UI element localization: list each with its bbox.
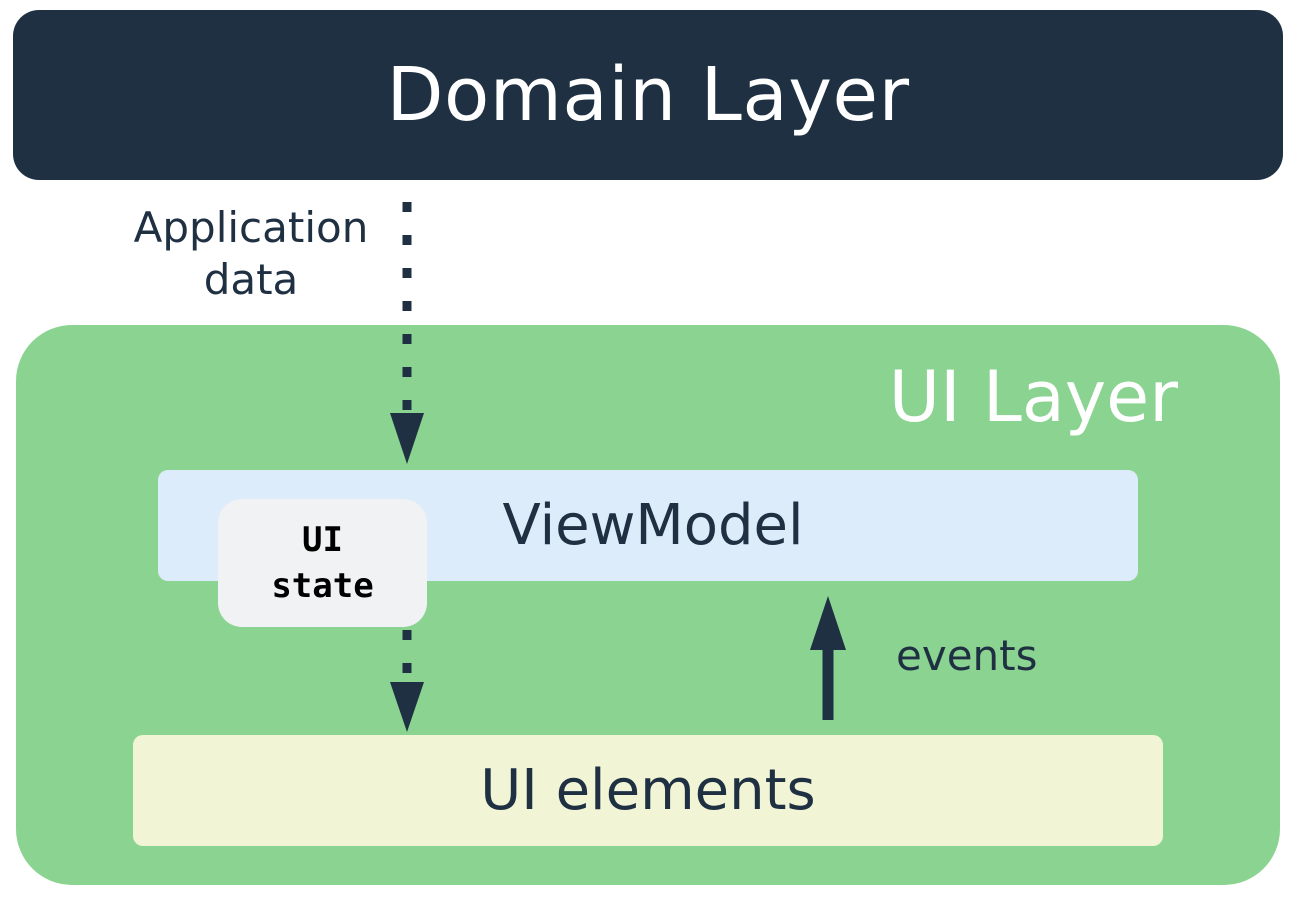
- ui-layer-title: UI Layer: [888, 356, 1178, 438]
- viewmodel-label: ViewModel: [502, 493, 804, 558]
- application-data-label: Application data: [133, 203, 369, 304]
- ui-state-label: UI state: [271, 520, 374, 606]
- domain-layer-box: Domain Layer: [13, 10, 1283, 180]
- domain-layer-title: Domain Layer: [386, 52, 910, 138]
- ui-elements-box: UI elements: [133, 735, 1163, 846]
- ui-state-box: UI state: [218, 499, 427, 627]
- ui-elements-label: UI elements: [480, 758, 816, 823]
- events-label: events: [896, 631, 1038, 680]
